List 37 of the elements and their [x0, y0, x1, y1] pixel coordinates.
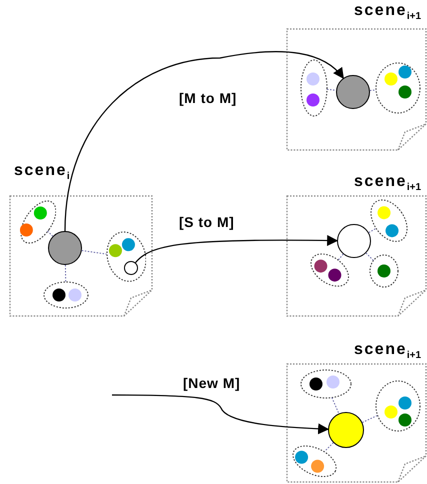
object-circle: [124, 260, 138, 275]
connector-line: [366, 252, 374, 261]
group-ellipse: [300, 59, 328, 117]
scene-heading: scene$_{i+1}$: [354, 2, 422, 24]
scene-heading: scene$_{i+1}$: [354, 173, 422, 196]
connector-line: [64, 264, 66, 282]
edge-label: [M to M]: [178, 90, 238, 106]
edge-label: [S to M]: [178, 214, 236, 230]
connector-line: [326, 88, 337, 91]
connector-line: [331, 397, 340, 414]
group-ellipse: [375, 62, 421, 114]
arrow: [64, 51, 344, 232]
group-ellipse: [300, 369, 352, 399]
scene-heading: scene$_{i}$: [14, 162, 70, 184]
group-ellipse: [106, 231, 146, 283]
connector-line: [46, 230, 54, 237]
connector-line: [338, 254, 344, 260]
edge-label: [New M]: [182, 375, 242, 391]
arrow: [135, 235, 338, 264]
group-ellipse: [310, 252, 350, 288]
connector-line: [368, 228, 376, 234]
group-ellipse: [292, 444, 338, 478]
group-ellipse: [20, 200, 56, 244]
arrow: [112, 394, 330, 434]
group-ellipse: [369, 254, 399, 288]
connector-line: [369, 89, 377, 91]
scene-heading: scene$_{i+1}$: [354, 341, 422, 364]
object-circle: [337, 224, 371, 258]
object-circle: [328, 412, 364, 448]
group-ellipse: [370, 199, 408, 243]
connector-line: [81, 250, 107, 255]
object-circle: [48, 231, 82, 265]
group-ellipse: [43, 281, 89, 309]
object-circle: [336, 75, 370, 109]
group-ellipse: [375, 380, 421, 432]
connector-line: [362, 414, 378, 423]
connector-line: [324, 442, 334, 452]
